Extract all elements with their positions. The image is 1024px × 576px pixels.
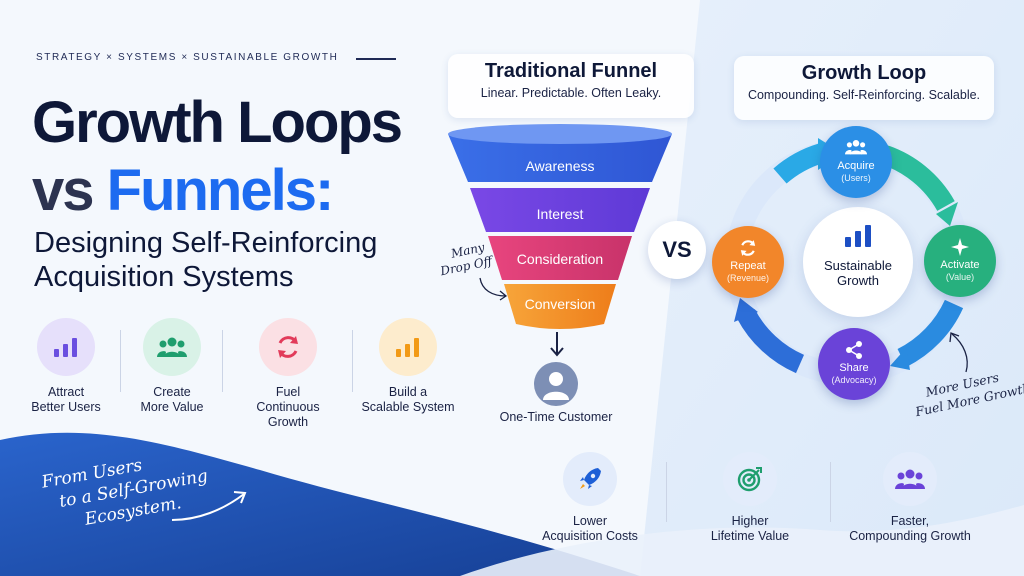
title-line-2: vs Funnels: [32,158,335,223]
node-repeat: Repeat (Revenue) [712,226,784,298]
funnel-stage-consideration [488,236,632,280]
funnel-header-card: Traditional Funnel Linear. Predictable. … [448,54,694,118]
rocket-icon [563,452,617,506]
users-icon [845,140,867,155]
one-time-customer: One-Time Customer [499,410,613,424]
loop-header-card: Growth Loop Compounding. Self-Reinforcin… [734,56,994,120]
arrow-down-icon [550,332,564,357]
share-icon [846,341,862,359]
bar-chart-icon [37,318,95,376]
loop-subtitle: Compounding. Self-Reinforcing. Scalable. [747,88,981,102]
title-funnels: Funnels: [106,158,335,223]
users-icon [143,318,201,376]
users-icon [883,452,937,506]
arrow-icon [949,332,968,373]
divider [120,330,121,392]
funnel-stage-interest [470,188,650,232]
bar-chart-icon [379,318,437,376]
tagline-divider [356,58,396,60]
bar-chart-icon [845,225,871,247]
refresh-icon [259,318,317,376]
funnel-stage-conversion [504,284,616,329]
funnel-label-consideration: Consideration [516,251,604,267]
arrow-icon [479,277,508,301]
loop-title: Growth Loop [801,62,927,84]
funnel-subtitle: Linear. Predictable. Often Leaky. [480,86,662,100]
benefit-compounding-growth: Faster,Compounding Growth [840,452,980,544]
center-line-1: Sustainable [824,258,892,273]
divider [666,462,667,522]
divider [830,462,831,522]
subtitle: Designing Self-Reinforcing Acquisition S… [34,226,377,294]
funnel-label-interest: Interest [536,206,584,222]
funnel-label-conversion: Conversion [524,296,596,312]
center-line-2: Growth [837,273,879,288]
sparkle-icon [951,238,969,256]
funnel-rim [448,124,672,144]
node-share: Share (Advocacy) [818,328,890,400]
subtitle-line-1: Designing Self-Reinforcing [34,227,378,259]
title-vs: vs [32,158,94,223]
subtitle-line-2: Acquisition Systems [34,261,294,293]
vs-badge: VS [648,221,706,279]
funnel-stage-awareness [448,134,672,182]
funnel-title: Traditional Funnel [484,60,658,82]
target-icon [723,452,777,506]
arrow-icon [171,491,247,521]
divider [222,330,223,392]
funnel-label-awareness: Awareness [525,158,595,174]
divider [352,330,353,392]
sustainable-growth-center: Sustainable Growth [803,207,913,317]
funnel-graphic [448,124,672,329]
title-line-1: Growth Loops [32,90,403,155]
tagline: STRATEGY × SYSTEMS × SUSTAINABLE GROWTH [36,52,339,63]
refresh-icon [740,240,756,256]
node-acquire: Acquire (Users) [820,126,892,198]
node-activate: Activate (Value) [924,225,996,297]
user-icon [534,362,578,406]
